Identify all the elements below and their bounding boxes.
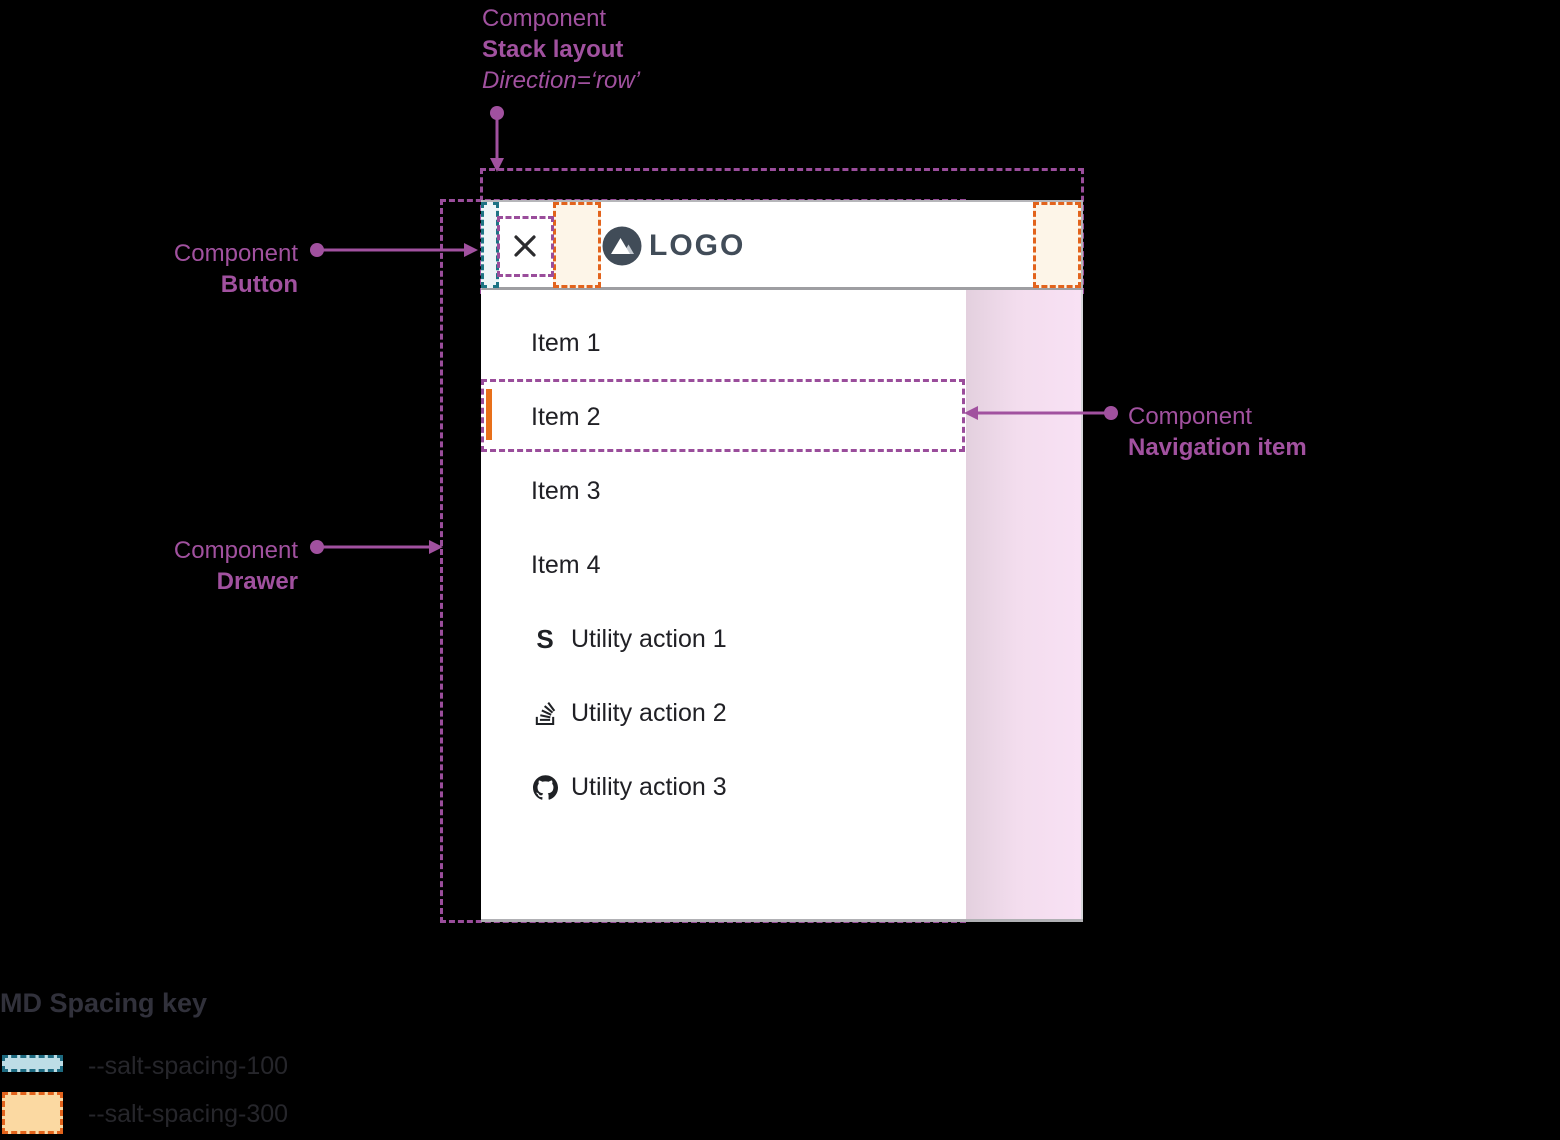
annotation-drawer: Component Drawer xyxy=(98,535,298,597)
annotation-line: Navigation item xyxy=(1128,434,1307,461)
annotation-navigation-item: Component Navigation item xyxy=(1128,401,1307,463)
stack-layout-arrow xyxy=(490,106,504,172)
nav-item-4[interactable]: Item 4 xyxy=(481,528,965,602)
logo-mark-icon xyxy=(602,226,642,266)
button-arrow xyxy=(310,243,478,257)
nav-item-label: Item 4 xyxy=(531,550,601,579)
nav-item-label: Item 1 xyxy=(531,328,601,357)
utility-action-label: Utility action 1 xyxy=(571,624,727,653)
annotation-line: Component xyxy=(1128,403,1253,430)
close-icon xyxy=(514,235,536,257)
utility-action-2[interactable]: Utility action 2 xyxy=(481,676,965,750)
annotation-line: Component xyxy=(173,537,298,564)
spacing-300-swatch xyxy=(2,1092,63,1134)
logo: LOGO xyxy=(602,226,745,266)
stackoverflow-icon xyxy=(532,701,558,725)
annotation-line: Component xyxy=(173,240,298,267)
annotation-line: Stack layout xyxy=(482,36,624,63)
utility-action-3[interactable]: Utility action 3 xyxy=(481,750,965,824)
close-button-bounds xyxy=(497,216,554,277)
legend-label-spacing-300: --salt-spacing-300 xyxy=(88,1100,289,1128)
drawer-bottom-edge xyxy=(481,919,1083,922)
legend-label-spacing-100: --salt-spacing-100 xyxy=(88,1052,289,1080)
utility-action-label: Utility action 2 xyxy=(571,698,727,727)
navigation-item-bounds xyxy=(481,379,965,452)
logo-text: LOGO xyxy=(649,229,746,262)
nav-item-label: Item 2 xyxy=(531,402,601,431)
nav-item-1[interactable]: Item 1 xyxy=(481,306,965,380)
utility-action-1[interactable]: S Utility action 1 xyxy=(481,602,965,676)
annotation-line: Drawer xyxy=(216,568,298,595)
nav-item-label: Item 3 xyxy=(531,476,601,505)
spacing-100-swatch xyxy=(2,1055,63,1072)
annotation-stack-layout: Component Stack layout Direction=‘row’ xyxy=(482,3,640,96)
page-background xyxy=(966,290,1083,919)
drawer-arrow xyxy=(310,540,443,554)
active-item-indicator xyxy=(486,389,492,440)
github-icon xyxy=(532,774,558,800)
legend-title: MD Spacing key xyxy=(0,988,208,1018)
nav-item-3[interactable]: Item 3 xyxy=(481,454,965,528)
spacing-300-strip-left xyxy=(553,202,601,288)
annotation-button: Component Button xyxy=(98,238,298,300)
spacing-300-strip-right xyxy=(1033,202,1081,288)
annotation-line: Component xyxy=(482,5,607,32)
annotation-line: Button xyxy=(220,271,298,298)
annotation-line: Direction=‘row’ xyxy=(482,67,641,94)
nav-item-2-active[interactable]: Item 2 xyxy=(481,380,965,454)
utility-action-label: Utility action 3 xyxy=(571,772,727,801)
close-button[interactable] xyxy=(508,229,542,263)
s-logo-icon: S xyxy=(536,623,554,654)
navigation-item-arrow xyxy=(964,406,1118,420)
drawer-panel xyxy=(481,290,966,919)
